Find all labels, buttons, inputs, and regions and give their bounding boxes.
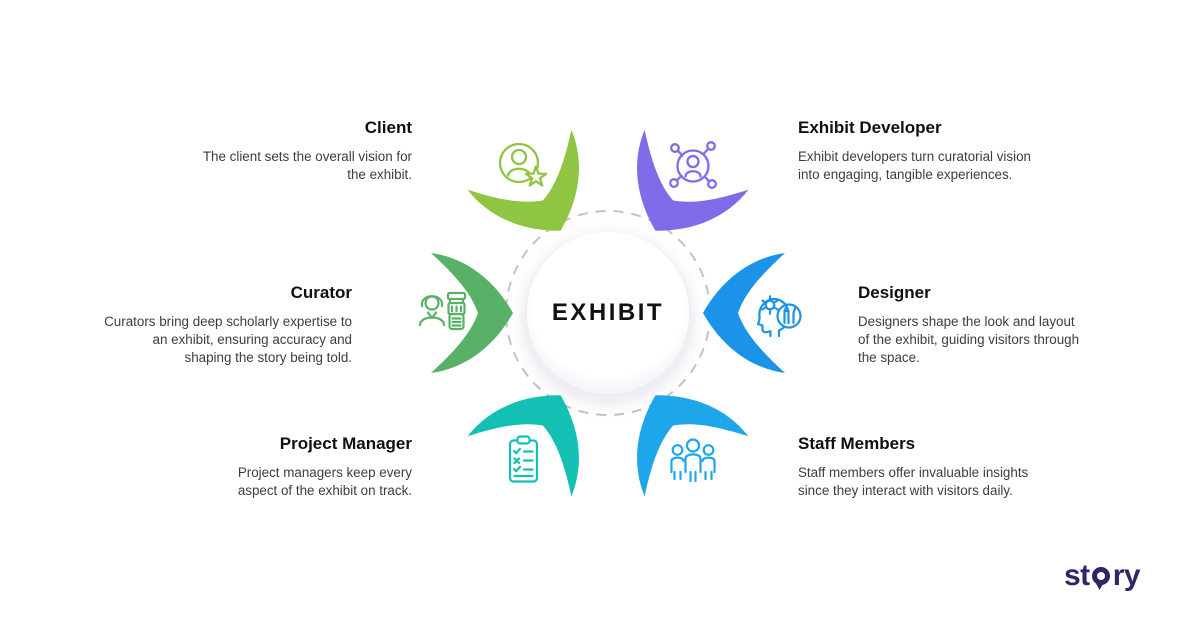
chevron-client: [467, 129, 579, 231]
creative-head-icon: [756, 295, 802, 338]
chevron-exhibit-developer: [637, 129, 749, 231]
role-title-designer: Designer: [858, 283, 931, 302]
role-block-client: Client The client sets the overall visio…: [197, 118, 412, 184]
hub-label: EXHIBIT: [551, 299, 665, 326]
person-network-icon: [669, 141, 717, 189]
role-desc-designer: Designers shape the look and layout of t…: [858, 313, 1080, 365]
role-block-exhibit-developer: Exhibit Developer Exhibit developers tur…: [798, 118, 1056, 184]
role-title-project-manager: Project Manager: [279, 434, 412, 453]
logo-text-suffix: ry: [1112, 559, 1141, 592]
curator-artifact-icon: [418, 291, 467, 331]
logo-text-prefix: st: [1064, 559, 1090, 592]
people-group-icon: [670, 438, 716, 483]
role-block-staff-members: Staff Members Staff members offer invalu…: [798, 434, 1050, 500]
role-title-exhibit-developer: Exhibit Developer: [798, 118, 942, 137]
role-desc-client: The client sets the overall vision for t…: [202, 148, 412, 182]
chevron-project-manager: [467, 395, 579, 497]
role-title-curator: Curator: [290, 283, 352, 302]
role-block-designer: Designer Designers shape the look and la…: [858, 283, 1083, 367]
chevron-staff-members: [637, 395, 749, 497]
hub-circle: [527, 232, 689, 394]
role-desc-curator: Curators bring deep scholarly expertise …: [104, 313, 352, 365]
role-desc-project-manager: Project managers keep every aspect of th…: [237, 464, 412, 498]
role-desc-staff-members: Staff members offer invaluable insights …: [798, 464, 1029, 498]
role-title-client: Client: [364, 118, 412, 137]
checklist-clipboard-icon: [508, 435, 539, 483]
chevron-curator: [431, 253, 513, 373]
role-desc-exhibit-developer: Exhibit developers turn curatorial visio…: [798, 148, 1031, 182]
role-block-project-manager: Project Manager Project managers keep ev…: [217, 434, 412, 500]
stqry-logo: st ry: [1064, 559, 1141, 592]
role-block-curator: Curator Curators bring deep scholarly ex…: [102, 283, 352, 367]
person-star-icon: [498, 142, 548, 187]
logo-q-glyph: [1092, 567, 1111, 590]
chevron-designer: [703, 253, 785, 373]
role-title-staff-members: Staff Members: [798, 434, 916, 453]
